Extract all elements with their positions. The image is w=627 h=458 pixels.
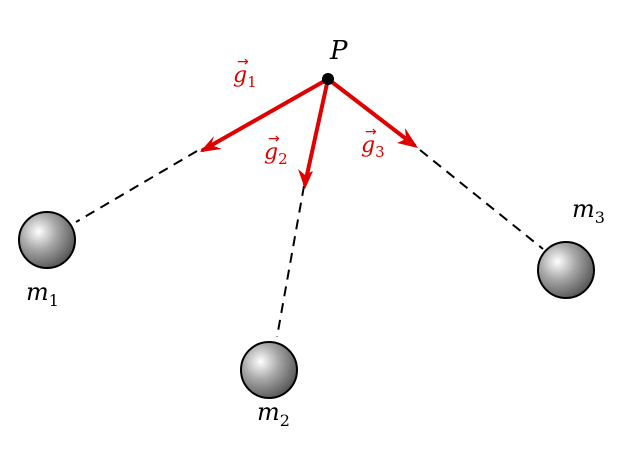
vector-g1-arrowhead: [200, 136, 222, 152]
vector-g3-label: g3: [361, 133, 385, 161]
dashed-line-1: [75, 150, 198, 223]
vector-g2-arrowhead: [298, 169, 313, 189]
vector-g1-label-arrow: →: [237, 54, 249, 70]
mass-2-label: m2: [257, 398, 290, 430]
vector-g3: [326, 77, 416, 147]
dashed-line-3: [419, 149, 544, 250]
vector-g2-label: g2: [264, 140, 288, 168]
point-p: [322, 73, 334, 85]
vector-g2: [303, 77, 330, 186]
mass-3-label: m3: [572, 195, 605, 227]
mass-2-sphere: [240, 341, 298, 399]
mass-1-label: m1: [26, 278, 59, 310]
vector-g3-label-arrow: →: [365, 124, 377, 140]
vector-g1-label: g1: [233, 63, 257, 91]
mass-3-sphere: [537, 241, 595, 299]
vector-g1: [201, 77, 330, 152]
dashed-line-2: [276, 185, 305, 338]
point-p-label: P: [329, 36, 348, 66]
vector-g3-arrowhead: [397, 128, 418, 148]
mass-1-sphere: [18, 211, 76, 269]
vector-g2-label-arrow: →: [268, 131, 280, 147]
